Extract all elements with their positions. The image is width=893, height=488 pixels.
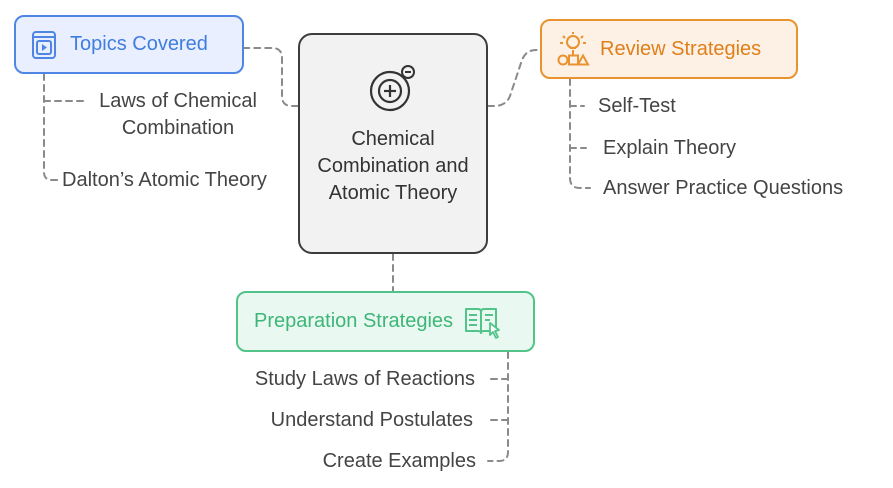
review-item-answer-practice-questions: Answer Practice Questions bbox=[603, 177, 844, 199]
review-strategies-node: Review Strategies bbox=[540, 19, 798, 79]
connector-center-topics bbox=[243, 47, 299, 107]
topic-item-laws-of-chemical-combination: Laws of Chemical Combination bbox=[99, 90, 257, 139]
topics-covered-label: Topics Covered bbox=[70, 33, 208, 55]
review-item-explain-theory: Explain Theory bbox=[603, 137, 737, 159]
preparation-item-understand-postulates: Understand Postulates bbox=[270, 409, 473, 431]
center-title: Chemical Combination and Atomic Theory bbox=[317, 128, 469, 204]
connector-topics-items bbox=[43, 73, 59, 181]
preparation-item-create-examples: Create Examples bbox=[322, 450, 476, 472]
connector-center-review bbox=[487, 49, 541, 107]
connector-review-items bbox=[569, 78, 591, 189]
video-book-icon bbox=[32, 30, 56, 59]
connector-preparation-items bbox=[487, 351, 509, 462]
topic-item-daltons-atomic-theory: Dalton’s Atomic Theory bbox=[62, 169, 267, 191]
lightbulb-shapes-icon bbox=[557, 32, 590, 66]
review-strategies-label: Review Strategies bbox=[600, 37, 762, 60]
preparation-strategies-node: Preparation Strategies bbox=[236, 291, 535, 352]
center-node: Chemical Combination and Atomic Theory bbox=[298, 33, 488, 254]
open-book-pointer-icon bbox=[465, 307, 500, 339]
review-item-self-test: Self-Test bbox=[598, 95, 676, 117]
preparation-strategies-label: Preparation Strategies bbox=[254, 310, 454, 332]
topics-covered-node: Topics Covered bbox=[14, 15, 244, 74]
preparation-item-study-laws: Study Laws of Reactions bbox=[254, 368, 475, 390]
plus-minus-circle-icon bbox=[369, 65, 415, 112]
